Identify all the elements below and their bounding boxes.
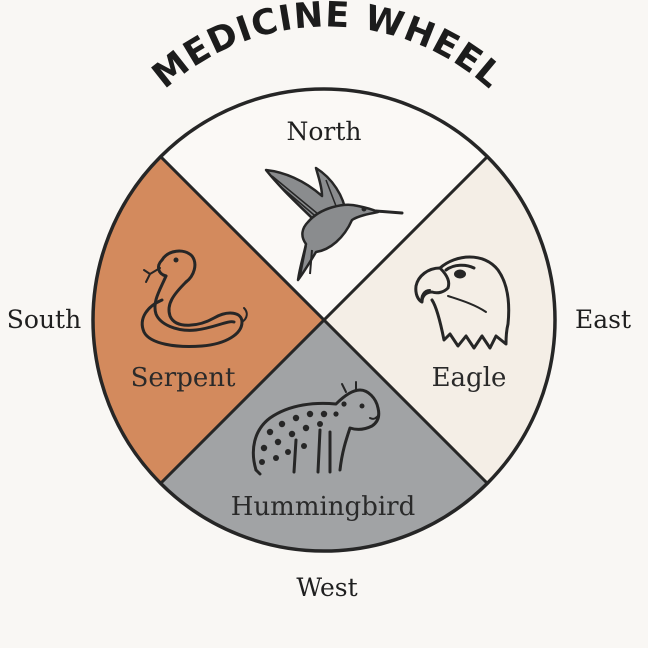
direction-north: North bbox=[286, 117, 361, 146]
wheel-outline bbox=[91, 87, 557, 553]
animal-label-eagle: Eagle bbox=[432, 363, 507, 393]
jaguar-icon bbox=[251, 381, 381, 476]
hummingbird-icon bbox=[264, 166, 404, 282]
direction-south: South bbox=[7, 305, 81, 334]
serpent-icon bbox=[140, 249, 248, 348]
direction-west: West bbox=[296, 573, 357, 602]
wheel-title: MEDICINE WHEEL bbox=[145, 0, 510, 97]
animal-label-serpent: Serpent bbox=[131, 363, 236, 393]
eagle-icon bbox=[414, 255, 511, 350]
quadrant-west bbox=[160, 320, 488, 551]
animal-label-hummingbird: Hummingbird bbox=[231, 492, 415, 522]
divider-line-2 bbox=[159, 155, 489, 485]
direction-east: East bbox=[575, 305, 631, 334]
